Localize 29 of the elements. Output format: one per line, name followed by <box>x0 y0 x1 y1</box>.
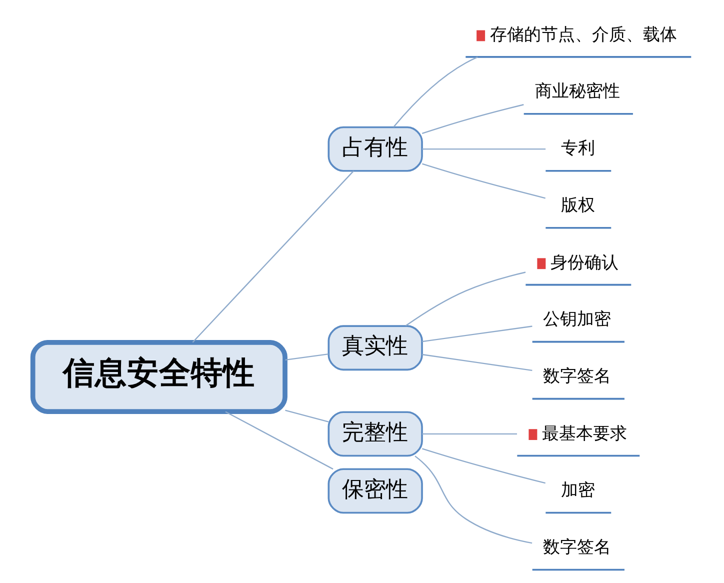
node-text: 加密 <box>560 480 595 500</box>
node-label: 身份确认 <box>550 253 619 274</box>
connector <box>422 354 532 372</box>
connector <box>422 433 517 435</box>
connector <box>422 148 546 150</box>
connector <box>192 170 354 343</box>
connector <box>422 163 546 199</box>
node-text: 公钥加密 <box>543 309 612 330</box>
connector <box>414 456 532 544</box>
connector <box>405 272 526 326</box>
node-box: 完整性 <box>328 411 423 457</box>
connector <box>393 56 478 128</box>
node-box: 真实性 <box>328 325 423 371</box>
node-text: 数字签名 <box>543 537 612 558</box>
connector <box>285 353 329 361</box>
node-text: 专利 <box>560 138 595 159</box>
node-text: 版权 <box>560 196 595 216</box>
connector <box>285 410 329 422</box>
node-box: 占有性 <box>328 126 423 172</box>
connector <box>422 448 546 484</box>
connector <box>422 326 532 342</box>
node-box: 保密性 <box>328 468 423 514</box>
connector <box>225 411 334 470</box>
connector <box>422 104 524 134</box>
node-label: 最基本要求 <box>542 424 628 444</box>
node-text: 数字签名 <box>543 366 612 386</box>
node-text: 商业秘密性 <box>534 82 620 102</box>
node-label: 存储的节点、介质、载体 <box>490 25 677 46</box>
node-box: 信息安全特性 <box>30 340 288 414</box>
